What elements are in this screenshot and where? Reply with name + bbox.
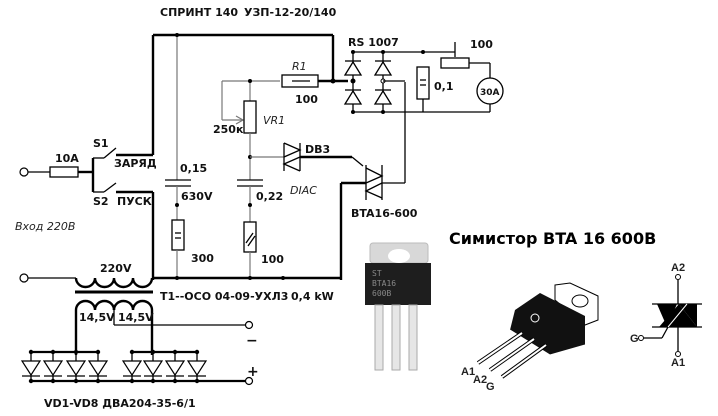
switch-s1-mode-label: ЗАРЯД bbox=[114, 157, 157, 170]
transformer-primary-label: 220V bbox=[100, 262, 132, 275]
device-name-label: СПРИНТ 140 bbox=[160, 6, 238, 19]
switch-s2-mode-label: ПУСК bbox=[117, 195, 152, 208]
resistor-100-c2 bbox=[243, 221, 257, 278]
output-terminal-minus bbox=[244, 320, 254, 330]
r-300-label: 300 bbox=[191, 252, 214, 265]
triac-package-drawing bbox=[476, 282, 599, 379]
diac-part-label: DB3 bbox=[305, 143, 330, 156]
output-plus-label: + bbox=[247, 364, 259, 380]
rectifier-diode-icon bbox=[42, 349, 64, 384]
top-rail-wire bbox=[151, 33, 335, 170]
rectifier-diodes bbox=[20, 349, 254, 386]
secondary-1-label: 14,5V bbox=[79, 311, 115, 324]
transformer-power-label: 0,4 kW bbox=[291, 290, 334, 303]
triac-info-title: Симистор BTA 16 600В bbox=[449, 229, 656, 248]
triac-marking-1: ST bbox=[372, 269, 382, 278]
package-pin-g: G bbox=[486, 381, 495, 393]
input-section bbox=[19, 147, 155, 280]
diac-icon bbox=[282, 142, 364, 172]
rectifier-diode-icon bbox=[186, 349, 208, 384]
triac-marking-2: BTA16 bbox=[372, 279, 396, 288]
switch-s2-label: S2 bbox=[93, 195, 109, 208]
bridge-part-label: RS 1007 bbox=[348, 36, 399, 49]
input-voltage-label: Вход 220В bbox=[15, 220, 75, 233]
symbol-pin-g: G bbox=[630, 333, 639, 345]
switch-s1-icon bbox=[103, 147, 117, 159]
rectifier-label: VD1-VD8 ДВА204-35-6/1 bbox=[44, 397, 196, 410]
input-terminal-top bbox=[19, 167, 29, 177]
transformer-primary bbox=[19, 273, 341, 294]
secondary-2-label: 14,5V bbox=[118, 311, 154, 324]
resistor-300 bbox=[171, 219, 185, 278]
shunt-resistor-icon bbox=[416, 66, 430, 100]
input-terminal-bottom bbox=[19, 273, 29, 283]
potentiometer-vr1-icon bbox=[243, 100, 257, 134]
switch-s2-icon bbox=[103, 182, 117, 193]
switch-s1-label: S1 bbox=[93, 137, 109, 150]
rectifier-diode-icon bbox=[121, 349, 143, 384]
triac-icon bbox=[339, 82, 406, 280]
output-minus-label: − bbox=[246, 333, 258, 349]
rectifier-diode-icon bbox=[164, 349, 186, 384]
rectifier-diode-icon bbox=[20, 349, 42, 384]
r1-label: R1 bbox=[292, 60, 307, 73]
fuse-label: 10A bbox=[55, 152, 79, 165]
capacitor-c2 bbox=[237, 179, 263, 222]
c1-voltage-label: 630V bbox=[181, 190, 213, 203]
package-pin-a1: A1 bbox=[461, 366, 475, 378]
package-pin-a2: A2 bbox=[473, 374, 487, 386]
output-terminal-plus bbox=[244, 376, 254, 386]
bridge-rectifier bbox=[343, 50, 425, 114]
c1-value-label: 0,15 bbox=[180, 162, 207, 175]
symbol-pin-a2: A2 bbox=[671, 262, 685, 274]
ammeter-label: 30A bbox=[480, 88, 500, 98]
capacitor-c1 bbox=[165, 170, 191, 220]
triac-marking-3: 600B bbox=[372, 289, 391, 298]
triac-photo: ST BTA16 600B bbox=[365, 242, 431, 371]
transformer-model-label: T1--ОСО 04-09-УХЛ3 bbox=[160, 290, 288, 303]
device-model-label: УЗП-12-20/140 bbox=[244, 6, 337, 19]
rectifier-diode-icon bbox=[65, 349, 87, 384]
diac-label: DIAC bbox=[290, 184, 317, 197]
vr1-r1-network bbox=[221, 74, 348, 180]
shunt-value-label: 0,1 bbox=[434, 80, 454, 93]
r-c2-value-label: 100 bbox=[261, 253, 284, 266]
rectifier-diode-icon bbox=[87, 349, 109, 384]
r1-value-label: 100 bbox=[295, 93, 318, 106]
ammeter-circuit bbox=[416, 42, 504, 113]
rectifier-diode-icon bbox=[142, 349, 164, 384]
c2-value-label: 0,22 bbox=[256, 190, 283, 203]
triac-symbol bbox=[638, 274, 702, 357]
vr1-label: VR1 bbox=[263, 114, 285, 127]
meter-resistor-icon bbox=[440, 57, 470, 69]
vr1-value-label: 250к bbox=[213, 123, 244, 136]
triac-part-label: BTA16-600 bbox=[351, 207, 418, 220]
transformer-secondary bbox=[74, 299, 254, 355]
fuse-icon bbox=[49, 166, 79, 178]
meter-resistor-label: 100 bbox=[470, 38, 493, 51]
symbol-pin-a1: A1 bbox=[671, 357, 685, 369]
